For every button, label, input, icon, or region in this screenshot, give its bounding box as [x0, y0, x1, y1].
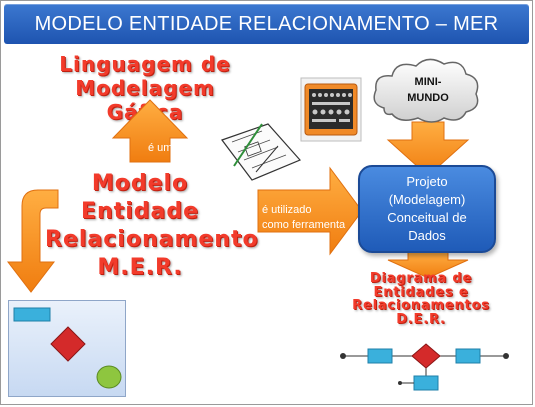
label-utilizado: é utilizado como ferramenta: [262, 203, 362, 234]
blueprint-icon: [221, 123, 302, 181]
heading-der-line2: Entidades e: [373, 284, 469, 300]
er-diagram-bottom: [340, 343, 509, 391]
heading-der: Diagrama de Entidades e Relacionamentos …: [318, 272, 524, 327]
slide-title: MODELO ENTIDADE RELACIONAMENTO – MER: [4, 4, 529, 44]
heading-linguagem-line1: Linguagem de: [59, 52, 231, 76]
heading-modelo-line1: Modelo: [91, 171, 189, 196]
label-utilizado-line1: é utilizado: [262, 204, 312, 216]
mini-mundo-line2: MUNDO: [407, 91, 449, 104]
mini-mundo-label: MINI- MUNDO: [394, 75, 462, 107]
heading-der-line1: Diagrama de: [369, 271, 473, 286]
projeto-line2: (Modelagem): [388, 191, 466, 207]
diagram-panel-graphic: [13, 307, 122, 389]
heading-modelo-line4: M.E.R.: [97, 254, 183, 280]
down-arrow-bottom: [387, 251, 469, 279]
label-utilizado-line2: como ferramenta: [262, 219, 346, 232]
down-arrow-top: [386, 121, 470, 177]
heading-modelo: Modelo Entidade Relacionamento M.E.R.: [45, 170, 259, 282]
mini-mundo-line1: MINI-: [414, 76, 442, 88]
projeto-line1: Projeto: [406, 173, 448, 189]
right-arrow: [257, 166, 363, 256]
label-e-uma: é uma: [148, 142, 179, 154]
up-arrow: [111, 99, 189, 163]
diagram-panel: [8, 300, 126, 397]
heading-modelo-line2: Entidade: [80, 198, 199, 224]
curved-arrow: [6, 189, 59, 293]
toolbox-icon: [300, 77, 362, 142]
attribute-ellipse: [96, 365, 122, 389]
cloud-icon: [373, 58, 479, 123]
heading-der-line4: D.E.R.: [396, 311, 446, 327]
projeto-line3: Conceitual de: [387, 210, 467, 225]
heading-der-line3: Relacionamentos: [352, 298, 490, 314]
entity-rectangle: [13, 307, 51, 322]
projeto-line4: Dados: [408, 228, 446, 244]
projeto-text: Projeto (Modelagem) Conceitual de Dados: [387, 173, 467, 246]
heading-modelo-line3: Relacionamento: [45, 226, 259, 252]
relationship-diamond: [50, 326, 86, 362]
projeto-box: Projeto (Modelagem) Conceitual de Dados: [358, 165, 496, 253]
